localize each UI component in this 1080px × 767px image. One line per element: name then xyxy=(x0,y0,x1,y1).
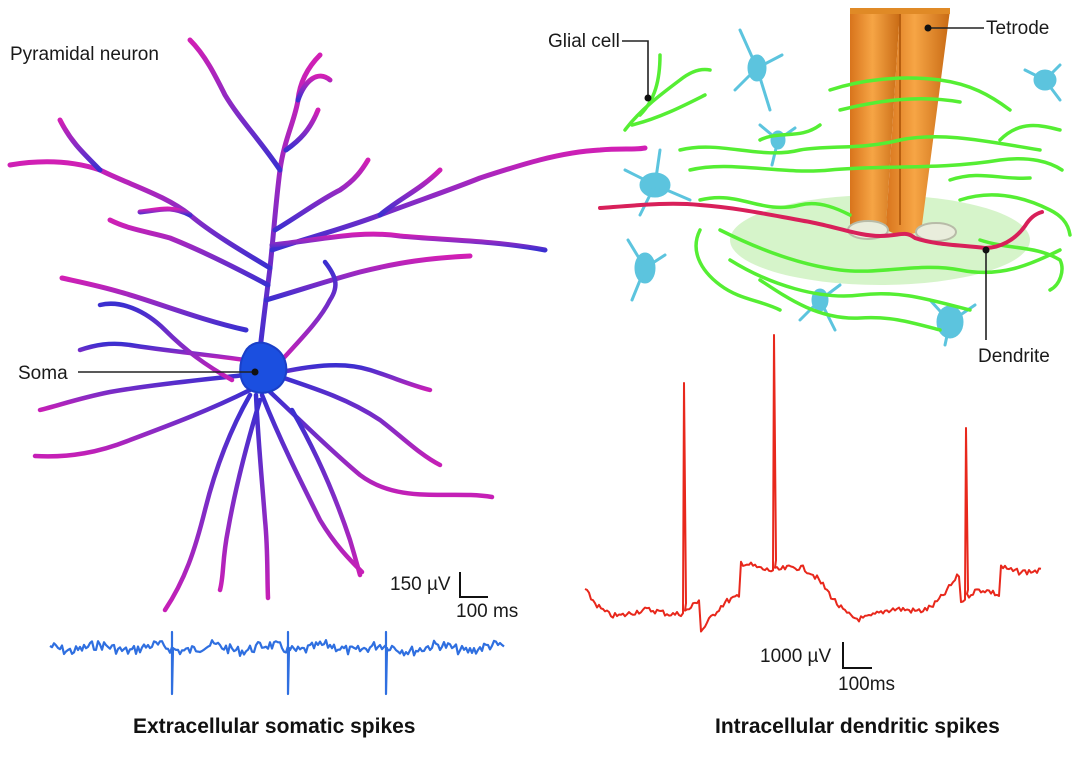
glial-cell-leader-dot xyxy=(644,94,652,102)
extracellular-trace xyxy=(49,630,505,696)
apical-dendrites xyxy=(7,37,648,371)
basal-dendrites xyxy=(32,259,495,613)
label-soma: Soma xyxy=(18,363,68,384)
cyan-glial-cell xyxy=(626,238,667,302)
extracellular-scale-time: 100 ms xyxy=(456,601,518,622)
caption-extracellular: Extracellular somatic spikes xyxy=(133,715,416,738)
tetrode-electrode xyxy=(847,8,957,242)
extracellular-scale-bar xyxy=(459,572,488,598)
label-glial-cell: Glial cell xyxy=(548,31,620,52)
label-pyramidal-neuron: Pyramidal neuron xyxy=(10,44,159,65)
intracellular-scale-voltage: 1000 µV xyxy=(760,646,831,667)
intracellular-trace xyxy=(584,334,1042,633)
glial-cell-leader-line xyxy=(622,40,649,98)
intracellular-recording: 1000 µV 100ms Intracellular dendritic sp… xyxy=(584,334,1042,738)
dendrite-segment xyxy=(598,201,1044,251)
tetrode-leader-dot xyxy=(924,24,932,32)
extracellular-recording: 150 µV 100 ms Extracellular somatic spik… xyxy=(49,572,518,738)
pyramidal-neuron xyxy=(7,37,648,613)
dendrite-leader-dot xyxy=(982,246,990,254)
green-glia xyxy=(623,53,1072,332)
intracellular-scale-bar xyxy=(842,642,872,669)
green-glial-cell xyxy=(623,53,712,132)
soma xyxy=(239,341,288,394)
cyan-glia xyxy=(623,28,1062,347)
annotations: Pyramidal neuron Soma Glial cell Tetrode… xyxy=(10,18,1050,384)
cyan-glial-cell xyxy=(758,123,797,167)
extracellular-scale-voltage: 150 µV xyxy=(390,574,451,595)
cyan-glial-cell xyxy=(928,298,977,347)
label-dendrite: Dendrite xyxy=(978,346,1050,367)
cyan-glial-cell xyxy=(623,148,692,217)
soma-leader-dot xyxy=(251,368,259,376)
label-tetrode: Tetrode xyxy=(986,18,1049,39)
cyan-glial-cell xyxy=(733,28,784,112)
tetrode-scene xyxy=(598,8,1072,347)
intracellular-scale-time: 100ms xyxy=(838,674,895,695)
caption-intracellular: Intracellular dendritic spikes xyxy=(715,715,1000,738)
cyan-glial-cell xyxy=(1023,63,1062,102)
